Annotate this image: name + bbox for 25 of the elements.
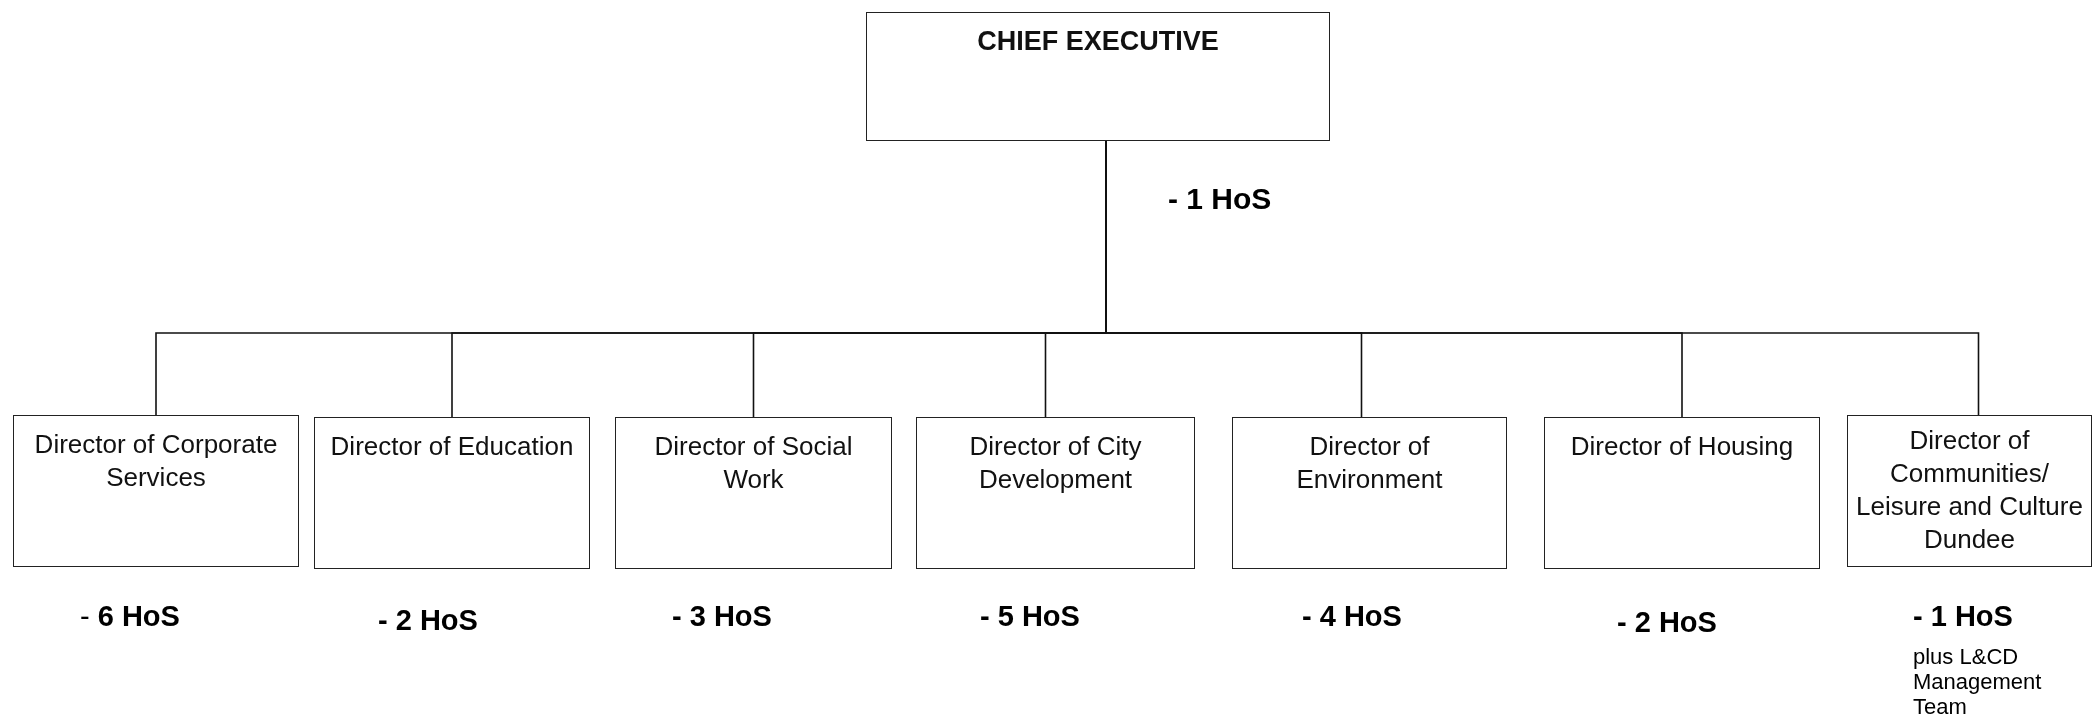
role-title: CHIEF EXECUTIVE <box>977 25 1219 58</box>
hos-count: - 1 HoS <box>1168 182 1272 216</box>
hos-count: - 3 HoS <box>672 600 772 633</box>
hos-count: - 5 HoS <box>980 600 1080 633</box>
hos-count: - 1 HoS <box>1913 600 2013 633</box>
director-box <box>1232 417 1507 569</box>
hos-count: - 4 HoS <box>1302 600 1402 633</box>
role-title: Director of City Development <box>968 430 1143 496</box>
hos-count: - 6 HoS <box>80 600 180 633</box>
role-title: Director of Education <box>330 430 574 463</box>
role-title: Director of Social Work <box>653 430 854 496</box>
hos-count: - 2 HoS <box>1617 606 1717 639</box>
director-box <box>1847 415 2092 567</box>
director-box <box>13 415 299 567</box>
director-box <box>615 417 892 569</box>
note-text: plus L&CD Management Team <box>1913 644 2043 719</box>
role-title: Director of Communities/ Leisure and Culture Dundee <box>1855 424 2084 556</box>
hos-count: - 2 HoS <box>378 604 478 637</box>
role-title: Director of Corporate Services <box>33 428 279 494</box>
role-title: Director of Environment <box>1295 430 1444 496</box>
director-box <box>1544 417 1820 569</box>
director-box <box>314 417 590 569</box>
role-title: Director of Housing <box>1570 430 1794 463</box>
executive-box <box>866 12 1330 141</box>
director-box <box>916 417 1195 569</box>
